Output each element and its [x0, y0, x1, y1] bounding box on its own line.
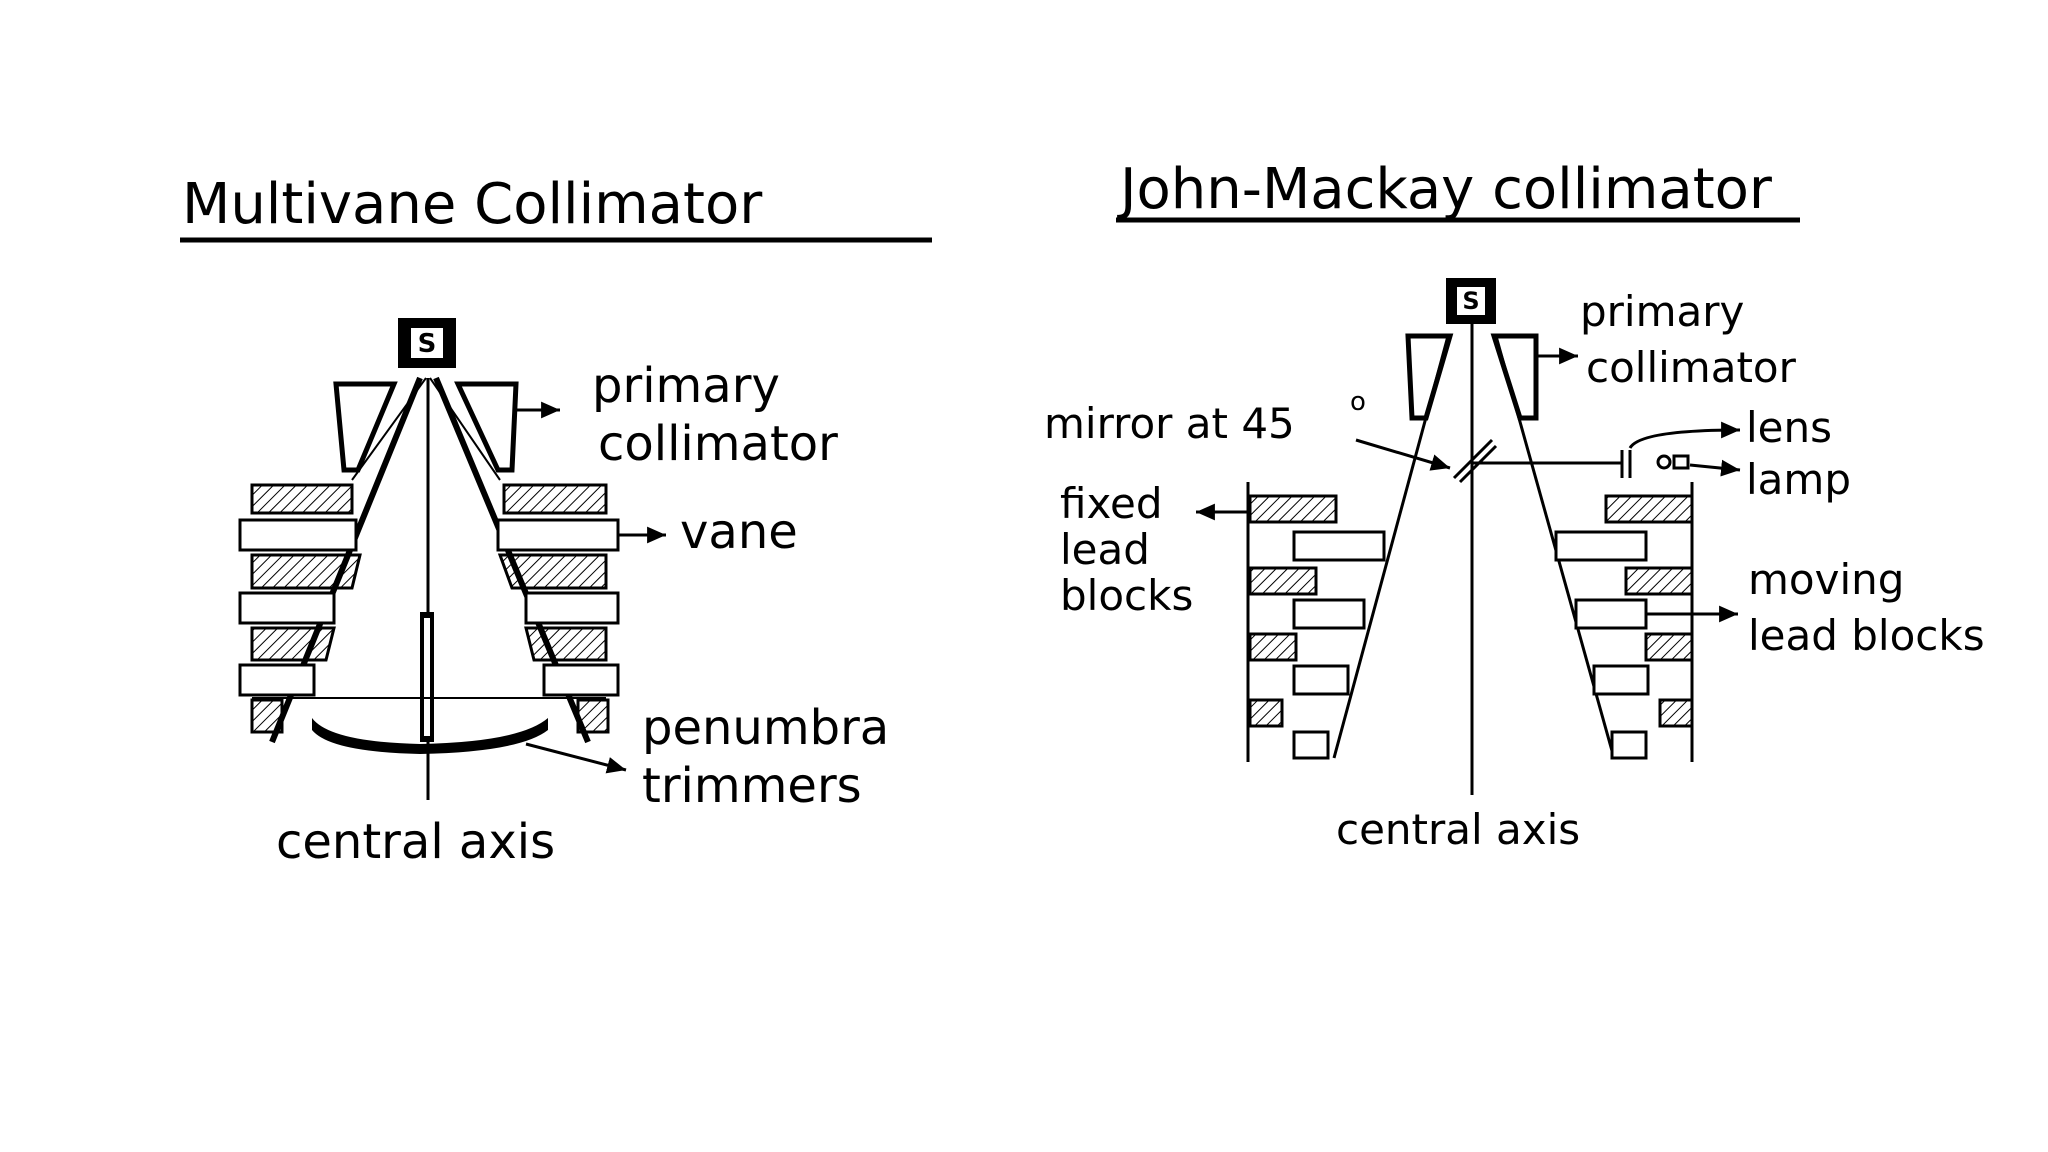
label-trimmers: trimmers [642, 758, 862, 814]
moving-lead-blocks [1554, 494, 1694, 760]
pointer-penumbra [525, 742, 627, 774]
label-primary-left: primary [592, 358, 780, 414]
label-moving: moving [1748, 555, 1904, 604]
label-fixed: fixed [1060, 479, 1163, 528]
label-central-axis-left: central axis [276, 814, 555, 870]
label-penumbra: penumbra [642, 700, 889, 756]
john-mackay-collimator-diagram: John-Mackay collimator S [1044, 157, 1985, 854]
label-vane: vane [680, 504, 798, 560]
multivane-title: Multivane Collimator [182, 172, 763, 237]
label-fixed-lead: lead [1060, 525, 1150, 574]
pointer-lamp [1689, 459, 1741, 477]
label-lamp: lamp [1746, 455, 1851, 504]
label-mirror: mirror at 45 [1044, 399, 1295, 448]
label-fixed-blocks: blocks [1060, 571, 1193, 620]
lens-lamp-assembly [1620, 450, 1690, 478]
source-label-right: S [1462, 287, 1479, 315]
source-box: S [398, 318, 456, 368]
multivane-collimator-diagram: Multivane Collimator S [180, 172, 932, 870]
label-collimator-left: collimator [598, 416, 838, 472]
primary-collimator-left [333, 381, 519, 473]
mirror-at-45 [1452, 438, 1622, 484]
label-mirror-degree: o [1350, 387, 1366, 417]
vanes-left [238, 483, 362, 734]
label-collimator-right: collimator [1586, 343, 1797, 392]
vanes-right [496, 483, 620, 734]
label-lens: lens [1746, 403, 1832, 452]
john-mackay-title: John-Mackay collimator [1117, 157, 1773, 222]
source-label: S [418, 329, 437, 359]
label-central-axis-right: central axis [1336, 805, 1580, 854]
label-moving-lead-blocks: lead blocks [1748, 611, 1985, 660]
source-box-right: S [1446, 278, 1496, 324]
pointer-lens [1628, 421, 1741, 449]
fixed-lead-blocks [1248, 494, 1386, 760]
penumbra-trimmers [312, 718, 548, 754]
pointer-mirror [1355, 438, 1451, 471]
label-primary-right: primary [1580, 287, 1744, 336]
